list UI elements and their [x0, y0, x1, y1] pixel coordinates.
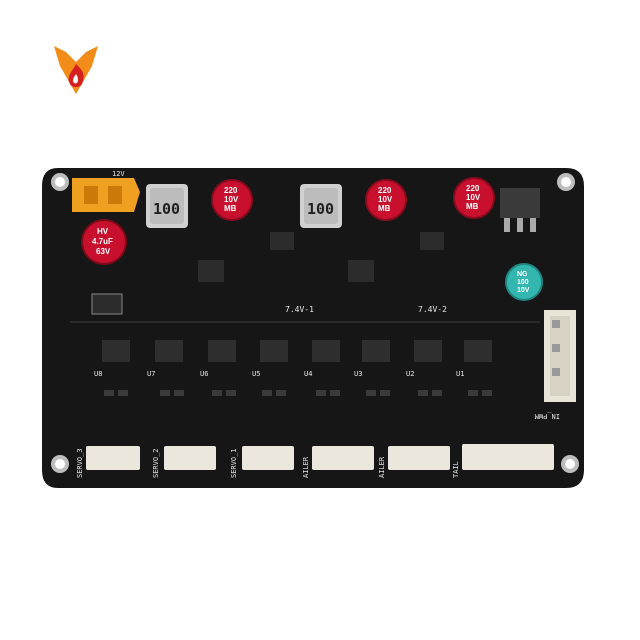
- ic-ref-1: U7: [147, 370, 155, 378]
- cap-c13-line2: 4.7uF: [92, 237, 113, 246]
- inductor-2-label: 100: [307, 200, 334, 218]
- cap-c13-line1: HV: [97, 227, 109, 236]
- rail-label-1: 7.4V-1: [285, 305, 314, 314]
- cap-c9-line1: 220: [224, 186, 238, 195]
- ic-ref-7: U1: [456, 370, 464, 378]
- inductor-2: 100: [300, 184, 342, 228]
- ic-row: U8 U7 U6 U5 U4 U3 U2 U1: [94, 340, 492, 378]
- flame-logo: [54, 46, 98, 94]
- inductor-1-label: 100: [153, 200, 180, 218]
- cap-c13-line3: 63V: [96, 247, 111, 256]
- ic-u6: [208, 340, 236, 362]
- cap-c14-line1: NG: [517, 271, 528, 278]
- ic-power-1: [198, 260, 224, 282]
- ic-ref-0: U8: [94, 370, 102, 378]
- cap-c14-line3: 10V: [517, 287, 530, 294]
- ic-u8: [102, 340, 130, 362]
- ic-power-2: [348, 260, 374, 282]
- conn-label-4: AILER: [378, 456, 386, 478]
- ic-ref-2: U6: [200, 370, 208, 378]
- ic-u3: [362, 340, 390, 362]
- ic-ref-5: U3: [354, 370, 362, 378]
- cap-c9-line2: 10V: [224, 195, 239, 204]
- bottom-connectors: SERVO_3 SERVO_2 SERVO_1 AILER AILER TAIL: [76, 444, 554, 478]
- pcb-outline: [42, 168, 584, 488]
- capacitor-c12: 220 10V MB: [453, 177, 495, 219]
- diode-d3: [420, 232, 444, 250]
- ic-ref-3: U5: [252, 370, 260, 378]
- regulator-u1: [500, 188, 540, 232]
- rail-label-2: 7.4V-2: [418, 305, 447, 314]
- mounting-holes: [51, 173, 579, 473]
- cap-c10-line2: 10V: [378, 195, 393, 204]
- cap-c10-line3: MB: [378, 204, 391, 213]
- capacitor-c10: 220 10V MB: [365, 179, 407, 221]
- ic-u7: [155, 340, 183, 362]
- diode-d2: [270, 232, 294, 250]
- inductor-1: 100: [146, 184, 188, 228]
- top-label: 12V: [112, 170, 125, 178]
- conn-label-2: SERVO_1: [230, 448, 238, 478]
- cap-c14-line2: 100: [517, 279, 529, 286]
- conn-label-5: TAIL: [452, 461, 460, 478]
- capacitor-c13: HV 4.7uF 63V: [81, 219, 127, 265]
- resistor-rows: [104, 390, 492, 396]
- conn-label-3: AILER: [302, 456, 310, 478]
- side-connector: IN_PWM: [535, 310, 576, 420]
- ic-ref-4: U4: [304, 370, 312, 378]
- ic-u1: [464, 340, 492, 362]
- ic-u2: [414, 340, 442, 362]
- ic-ref-6: U2: [406, 370, 414, 378]
- side-header-label: IN_PWM: [535, 412, 560, 420]
- ic-u5: [260, 340, 288, 362]
- conn-label-0: SERVO_3: [76, 448, 84, 478]
- capacitor-c14: NG 100 10V: [505, 263, 543, 301]
- diode-d1: [91, 293, 123, 315]
- cap-c12-line3: MB: [466, 202, 479, 211]
- cap-c10-line1: 220: [378, 186, 392, 195]
- capacitor-c9: 220 10V MB: [211, 179, 253, 221]
- conn-label-1: SERVO_2: [152, 448, 160, 478]
- ic-u4: [312, 340, 340, 362]
- cap-c12-line2: 10V: [466, 193, 481, 202]
- cap-c9-line3: MB: [224, 204, 237, 213]
- power-connector: 12V: [72, 170, 140, 212]
- cap-c12-line1: 220: [466, 184, 480, 193]
